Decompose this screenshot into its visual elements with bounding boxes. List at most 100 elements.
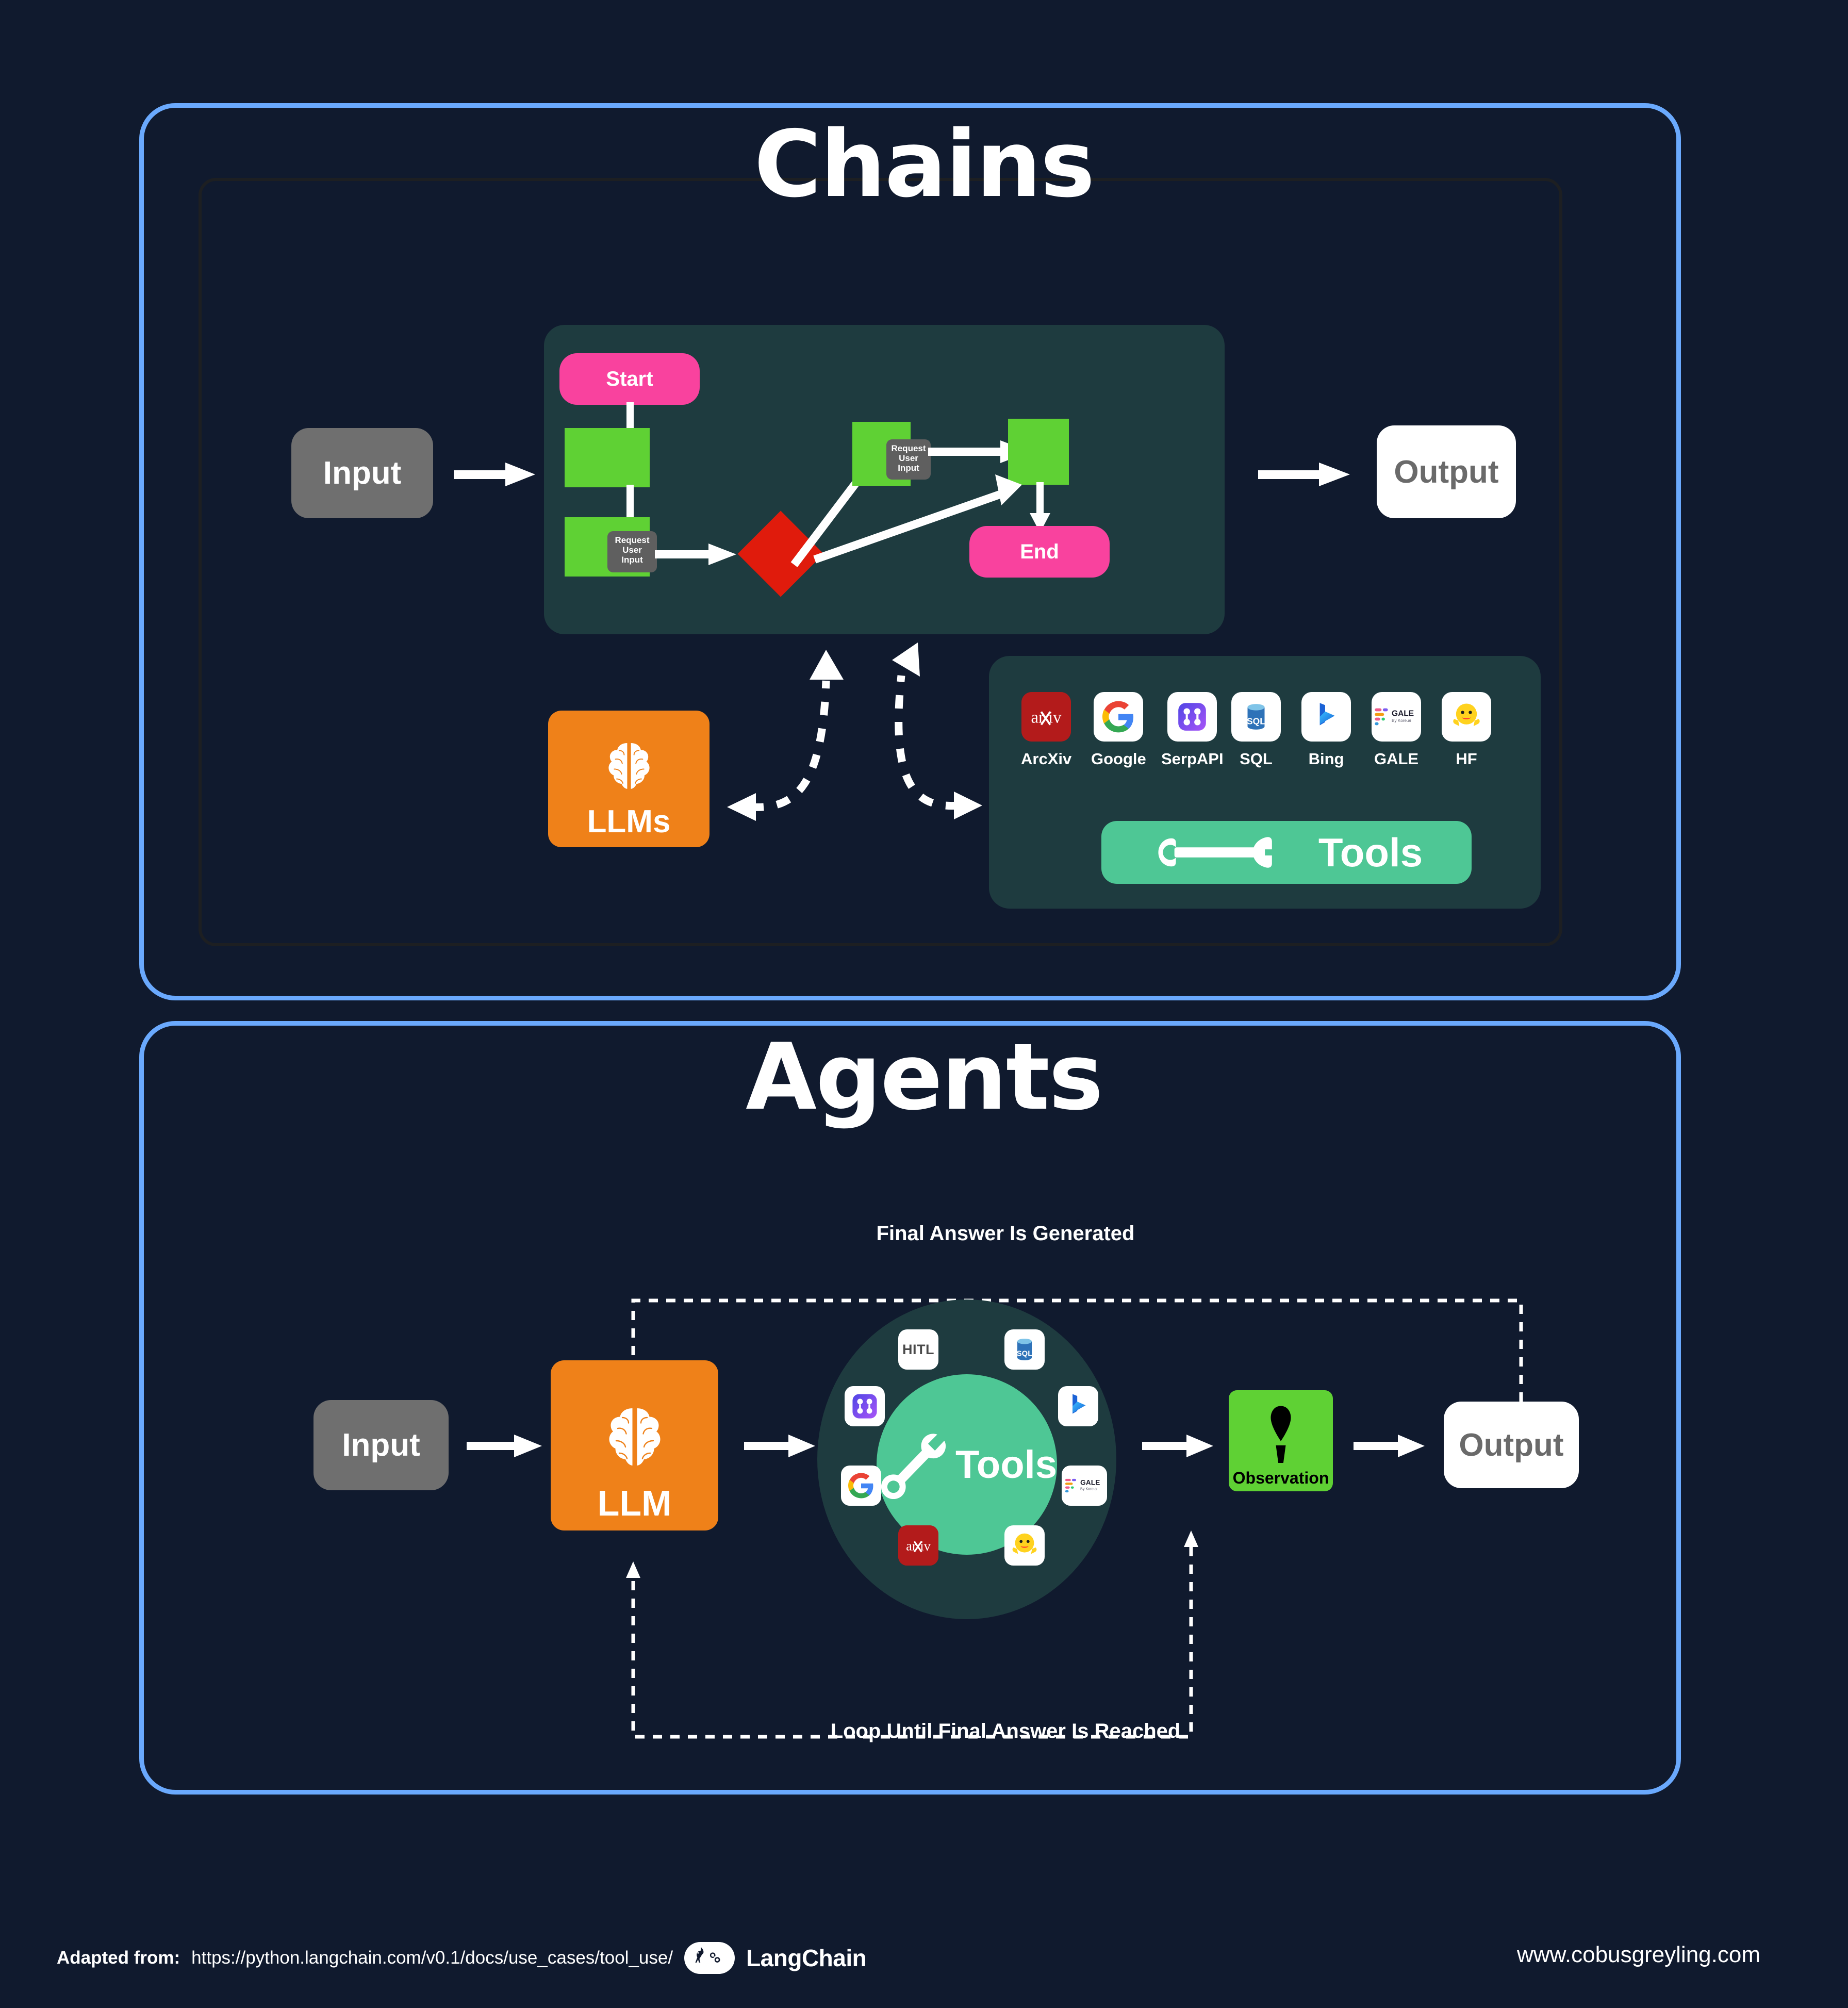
agents-bottom-loop-label: Loop Until Final Answer Is Reached: [830, 1720, 1181, 1742]
agents-input-box: Input: [314, 1400, 449, 1490]
tag2-line-3: Input: [898, 463, 919, 473]
agents-llm-box: LLM: [551, 1360, 718, 1530]
flow-request-user-input-tag-1: Request User Input: [607, 531, 657, 572]
chains-flowchart-panel: Start Request User Input Request User In…: [544, 325, 1225, 634]
tool-chip-sql-label: SQL: [1240, 750, 1273, 768]
tool-chip-hf-label: HF: [1456, 750, 1477, 768]
agents-observation-box: Observation: [1229, 1390, 1333, 1491]
flow-end-node: End: [969, 526, 1110, 578]
chains-output-arrow: [1258, 463, 1350, 486]
flow-start-node: Start: [559, 353, 700, 405]
tool-chip-google-label: Google: [1091, 750, 1146, 768]
tag-line-3: Input: [621, 555, 643, 565]
agents-section-panel: [139, 1021, 1681, 1795]
exclamation-icon: [1270, 1406, 1291, 1463]
svg-text:By Kore.ai: By Kore.ai: [1392, 718, 1411, 723]
tag-line-2: User: [622, 545, 642, 555]
orb-bing[interactable]: [1058, 1386, 1098, 1426]
tag-line-1: Request: [615, 535, 650, 545]
tool-chip-arxiv-label: ArcXiv: [1021, 750, 1072, 768]
orb-gale[interactable]: GALE By Kore.ai: [1062, 1466, 1107, 1506]
tool-chip-google[interactable]: Google: [1091, 692, 1146, 768]
sql-icon: SQL: [1017, 1339, 1033, 1360]
flow-step-1: [565, 428, 650, 487]
chains-input-box: Input: [291, 428, 433, 518]
google-icon: [848, 1473, 873, 1499]
huggingface-icon: [1442, 692, 1491, 742]
agents-observation-label: Observation: [1232, 1469, 1329, 1487]
flow-start-label: Start: [606, 367, 653, 390]
brain-icon: [609, 1408, 660, 1468]
agents-output-box: Output: [1444, 1402, 1579, 1488]
tool-chip-bing-label: Bing: [1308, 750, 1344, 768]
huggingface-icon: [1012, 1533, 1037, 1554]
footer-site-url: www.cobusgreyling.com: [1517, 1942, 1760, 1967]
svg-text:By Kore.ai: By Kore.ai: [1080, 1487, 1098, 1491]
orb-sql[interactable]: SQL: [1004, 1329, 1045, 1370]
chains-input-label: Input: [323, 455, 402, 491]
brain-icon: [608, 743, 650, 791]
langchain-logo-icon: [684, 1942, 735, 1974]
agents-arrow-tools-to-observation: [1142, 1435, 1213, 1457]
serpapi-icon: [1167, 692, 1217, 742]
flow-step-4: [1008, 419, 1069, 485]
agents-output-label: Output: [1459, 1427, 1564, 1463]
orb-google[interactable]: [841, 1466, 881, 1506]
orb-hitl-label: HITL: [902, 1341, 934, 1357]
tool-chip-hf[interactable]: HF: [1442, 692, 1491, 768]
chains-output-box: Output: [1377, 425, 1516, 518]
svg-text:SQL: SQL: [1247, 716, 1265, 726]
flow-request-user-input-tag-2: Request User Input: [886, 439, 931, 480]
langchain-brand-name: LangChain: [746, 1945, 867, 1971]
tag2-line-1: Request: [891, 443, 926, 453]
footer-source-url: https://python.langchain.com/v0.1/docs/u…: [191, 1948, 673, 1968]
serpapi-icon: [852, 1394, 877, 1419]
wrench-icon: [1158, 837, 1272, 868]
tool-chip-serpapi-label: SerpAPI: [1161, 750, 1224, 768]
gale-icon: GALE By Kore.ai: [1065, 1478, 1100, 1493]
orb-serpapi[interactable]: [845, 1386, 885, 1426]
svg-text:GALE: GALE: [1392, 709, 1414, 718]
flow-arrow-step2-to-decision: [655, 544, 736, 565]
footer-source: Adapted from: https://python.langchain.c…: [57, 1942, 867, 1974]
orb-hf[interactable]: [1004, 1525, 1045, 1566]
tool-chip-sql[interactable]: SQL SQL: [1231, 692, 1281, 768]
chains-title: Chains: [754, 111, 1095, 218]
arxiv-icon: ar iv: [1021, 692, 1071, 742]
flow-arrow-decision-to-step4: [813, 474, 1022, 564]
agents-arrow-llm-to-tools: [744, 1435, 815, 1457]
chains-tools-label: Tools: [1318, 829, 1423, 875]
tag2-line-2: User: [899, 453, 918, 464]
chains-llms-label: LLMs: [587, 804, 671, 840]
svg-text:GALE: GALE: [1080, 1478, 1100, 1487]
flow-end-label: End: [1020, 540, 1059, 563]
tool-chip-gale[interactable]: GALE By Kore.ai GALE: [1372, 692, 1421, 768]
chains-output-label: Output: [1394, 454, 1499, 490]
chains-llm-tools-dashed-arrows: [727, 643, 982, 821]
agents-arrow-input-to-llm: [467, 1435, 542, 1457]
chains-tools-pill: Tools: [1101, 821, 1472, 884]
footer: Adapted from: https://python.langchain.c…: [0, 1905, 1848, 2008]
footer-adapted-prefix: Adapted from:: [57, 1948, 180, 1968]
chains-tools-panel: ar iv ArcXiv Google: [989, 656, 1541, 909]
sql-icon: SQL: [1231, 692, 1281, 742]
orb-hitl[interactable]: HITL: [898, 1329, 938, 1370]
chains-input-arrow: [454, 463, 535, 486]
chains-llms-box: LLMs: [548, 711, 710, 847]
agents-input-label: Input: [342, 1427, 420, 1463]
agents-top-loop-label: Final Answer Is Generated: [876, 1222, 1135, 1245]
gale-icon: GALE By Kore.ai: [1372, 692, 1421, 742]
tool-chip-serpapi[interactable]: SerpAPI: [1161, 692, 1224, 768]
orb-arxiv[interactable]: ar iv: [898, 1525, 938, 1566]
agents-tools-core: Tools: [877, 1374, 1057, 1555]
tool-chip-arxiv[interactable]: ar iv ArcXiv: [1021, 692, 1071, 768]
agents-arrow-observation-to-output: [1354, 1435, 1425, 1457]
wrench-icon: [881, 1434, 946, 1500]
agents-llm-label: LLM: [597, 1483, 672, 1523]
google-icon: [1094, 692, 1144, 742]
agents-title: Agents: [746, 1024, 1103, 1130]
arxiv-icon: ar iv: [898, 1525, 938, 1566]
tool-chip-gale-label: GALE: [1374, 750, 1419, 768]
tool-chip-bing[interactable]: Bing: [1301, 692, 1351, 768]
svg-text:SQL: SQL: [1017, 1349, 1033, 1358]
